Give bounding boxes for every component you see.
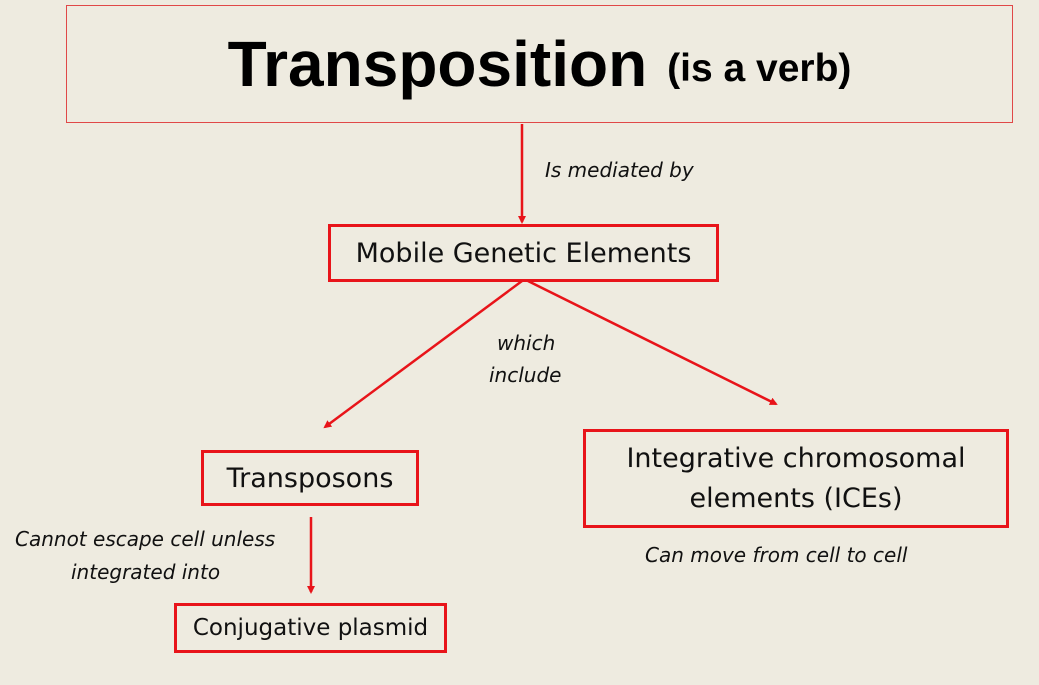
node-label-line2: elements (ICEs) [689,482,903,514]
label-can-move: Can move from cell to cell [645,543,908,567]
arrow-mge-to-transposons [323,279,523,429]
node-conjugative-plasmid: Conjugative plasmid [174,603,447,653]
node-label-line1: Integrative chromosomal [626,442,966,474]
label-cannot-escape-1: Cannot escape cell unless [15,527,276,551]
node-ices: Integrative chromosomal elements (ICEs) [583,429,1009,528]
node-label: Transposons [226,462,394,494]
label-is-mediated-by: Is mediated by [545,158,694,182]
title-box: Transposition (is a verb) [66,5,1013,123]
label-cannot-escape-2: integrated into [71,560,221,584]
node-transposons: Transposons [201,450,419,506]
node-label: Mobile Genetic Elements [355,237,692,269]
label-which: which [497,331,556,355]
label-include: include [489,363,562,387]
node-mobile-genetic-elements: Mobile Genetic Elements [328,224,719,282]
node-label: Conjugative plasmid [192,615,429,641]
title-sub: (is a verb) [667,47,852,90]
arrow-mge-to-ices [527,279,778,406]
title-main: Transposition [227,28,648,100]
